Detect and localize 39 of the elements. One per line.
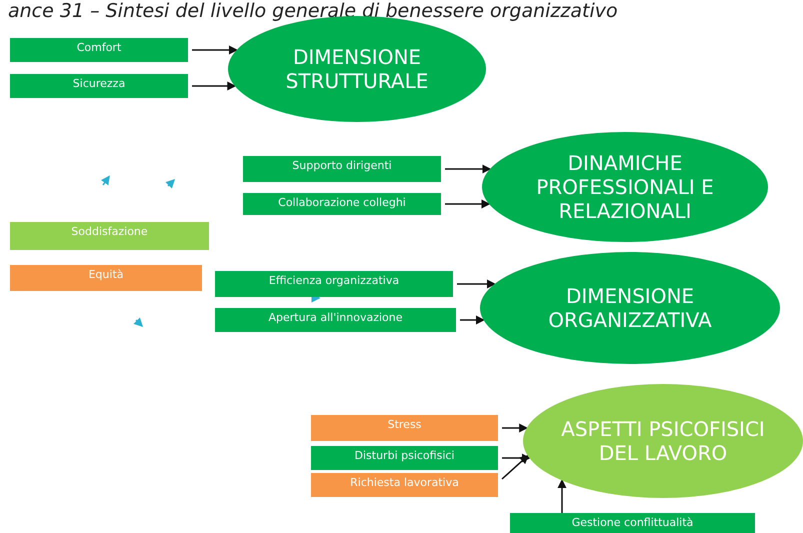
factor-label: Apertura all'innovazione <box>268 311 402 324</box>
arrow <box>445 200 490 208</box>
factor-label: Sicurezza <box>72 77 126 90</box>
factor-label: Comfort <box>76 41 122 54</box>
factor-label: Gestione conflittualità <box>572 516 694 529</box>
category-label: DIMENSIONE ORGANIZZATIVA <box>547 284 713 332</box>
arrow <box>502 424 528 432</box>
factor-label: Disturbi psicofisici <box>354 449 454 462</box>
category-label: DINAMICHE PROFESSIONALI E RELAZIONALI <box>535 151 715 223</box>
factor-box <box>243 156 441 182</box>
category-label: ASPETTI PSICOFISICI DEL LAVORO <box>560 417 766 465</box>
arrow <box>445 164 492 174</box>
factor-label: Efficienza organizzativa <box>268 274 400 287</box>
arrow <box>502 454 531 462</box>
factor-box <box>311 473 498 497</box>
title: ance 31 – Sintesi del livello generale di benessere organizzativo <box>8 0 618 22</box>
category-label: DIMENSIONE STRUTTURALE <box>284 45 430 93</box>
factor-box <box>10 38 188 62</box>
factor-box <box>215 308 456 332</box>
factor-box <box>311 415 498 441</box>
factor-label: Stress <box>388 418 422 431</box>
arrow <box>192 82 236 90</box>
factor-box <box>243 193 441 215</box>
factor-box <box>10 265 202 291</box>
factor-label: Soddisfazione <box>71 225 148 238</box>
factor-box <box>215 271 453 297</box>
arrow <box>502 454 529 480</box>
arrow <box>558 479 566 513</box>
arrow <box>460 316 485 324</box>
factor-box <box>311 446 498 470</box>
arrow <box>192 46 238 54</box>
factor-box <box>510 513 755 533</box>
factor-box <box>10 74 188 98</box>
arrow <box>457 280 496 288</box>
factor-label: Collaborazione colleghi <box>278 196 406 209</box>
factor-label: Equità <box>88 268 124 281</box>
factor-label: Supporto dirigenti <box>292 159 392 172</box>
factor-box <box>10 222 209 250</box>
factor-label: Richiesta lavorativa <box>350 476 459 489</box>
